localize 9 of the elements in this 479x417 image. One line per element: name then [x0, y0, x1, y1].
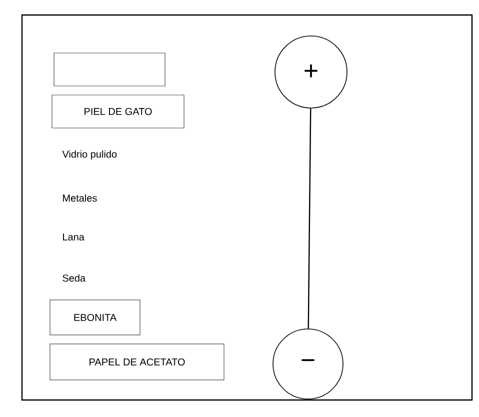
material-label: Metales — [63, 194, 97, 202]
material-label: Vidrio pulido — [62, 150, 117, 160]
material-label: Lana — [63, 234, 84, 240]
connecting-line — [308, 108, 312, 329]
material-box — [54, 52, 166, 86]
material-box: PAPEL DE ACETATO — [50, 344, 224, 380]
material-label: Seda — [62, 274, 86, 282]
material-box: PIEL DE GATO — [52, 94, 184, 128]
material-box: EBONITA — [50, 300, 140, 336]
